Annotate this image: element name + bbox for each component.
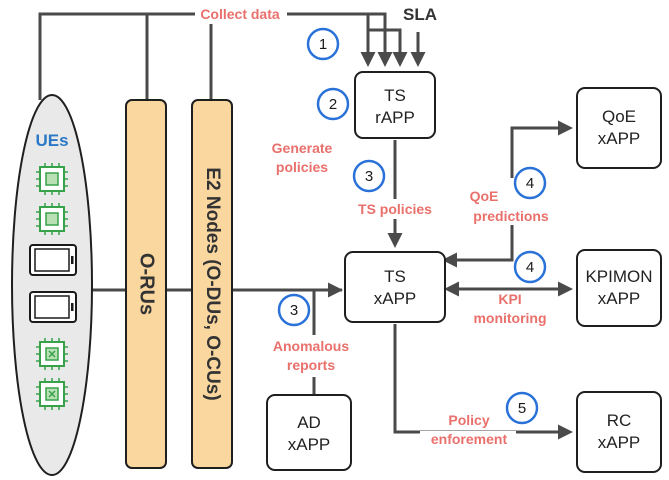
rc-xapp-line2: xAPP	[598, 433, 641, 452]
qoe-xapp-line1: QoE	[602, 107, 636, 126]
rc-xapp-line1: RC	[607, 411, 632, 430]
qoe-xapp-line2: xAPP	[598, 129, 641, 148]
kpimon-xapp-box: KPIMON xAPP	[576, 249, 662, 327]
step-4-qoe-badge: 4	[513, 166, 547, 200]
collect-data-backing	[195, 4, 287, 24]
collect-data-arrow-3	[368, 28, 408, 67]
step-2-badge: 2	[316, 87, 350, 121]
kpimon-xapp-line1: KPIMON	[585, 267, 652, 286]
kpi-monitoring-line2: monitoring	[473, 310, 546, 326]
ad-xapp-line2: xAPP	[288, 435, 331, 454]
orus-bar	[125, 99, 167, 469]
collect-data-label: Collect data	[200, 6, 280, 22]
svg-text:5: 5	[518, 400, 526, 417]
qoe-predictions-line2: predictions	[473, 208, 549, 224]
ts-xapp-box: TS xAPP	[344, 251, 446, 323]
step-5-badge: 5	[505, 391, 539, 425]
svg-text:4: 4	[526, 175, 534, 192]
step-3-anomalous-badge: 3	[277, 293, 311, 327]
step-1-badge: 1	[306, 27, 340, 61]
qoe-xapp-box: QoE xAPP	[576, 87, 662, 169]
e2-nodes-bar	[191, 99, 233, 469]
ts-rapp-line1: TS	[384, 86, 406, 105]
ts-policies-label: TS policies	[358, 201, 432, 217]
ues-title: UEs	[35, 131, 68, 150]
ues-group: UEs	[11, 94, 93, 476]
svg-text:2: 2	[329, 96, 337, 113]
generate-policies-line2: policies	[276, 159, 328, 175]
rc-xapp-box: RC xAPP	[576, 391, 662, 473]
generate-policies-line1: Generate	[272, 140, 333, 156]
chip-icon	[36, 378, 68, 410]
phone-icon	[29, 291, 77, 323]
chip-icon	[36, 163, 68, 195]
chip-icon	[36, 338, 68, 370]
e2-nodes-label: E2 Nodes (O-DUs, O-CUs)	[202, 167, 223, 400]
qoe-predictions-line1: QoE	[470, 188, 499, 204]
policy-enforcement-backing	[420, 431, 516, 449]
qoe-predictions-backing	[463, 207, 557, 225]
ts-policies-backing	[350, 199, 442, 219]
anomalous-reports-line2: reports	[287, 357, 335, 373]
ts-rapp-line2: rAPP	[375, 108, 415, 127]
orus-label: O-RUs	[136, 253, 158, 315]
step-3-ts-policies-badge: 3	[352, 159, 386, 193]
ad-xapp-line1: AD	[297, 413, 321, 432]
chip-icon	[36, 203, 68, 235]
kpi-monitoring-line1: KPI	[498, 291, 521, 307]
step-4-kpi-badge: 4	[513, 250, 547, 284]
ues-ellipse	[11, 94, 93, 476]
ts-xapp-line2: xAPP	[374, 289, 417, 308]
ts-xapp-line1: TS	[384, 267, 406, 286]
svg-text:4: 4	[526, 259, 534, 276]
kpimon-xapp-line2: xAPP	[598, 289, 641, 308]
phone-icon	[29, 244, 77, 276]
policy-enforcement-line1: Policy	[448, 412, 489, 428]
e2-nodes-column: E2 Nodes (O-DUs, O-CUs)	[191, 99, 233, 469]
anomalous-reports-line1: Anomalous	[273, 338, 349, 354]
qoe-prediction-arrow	[442, 220, 514, 268]
ad-xapp-box: AD xAPP	[266, 394, 352, 471]
anomalous-backing	[270, 335, 354, 377]
svg-text:3: 3	[290, 302, 298, 319]
sla-label: SLA	[403, 5, 437, 24]
policy-enforcement-line2: enforement	[431, 431, 508, 447]
svg-text:3: 3	[365, 168, 373, 185]
ts-rapp-box: TS rAPP	[354, 71, 436, 139]
svg-text:1: 1	[319, 36, 327, 53]
orus-column: O-RUs	[125, 99, 167, 469]
qoe-request-arrow	[510, 120, 573, 178]
